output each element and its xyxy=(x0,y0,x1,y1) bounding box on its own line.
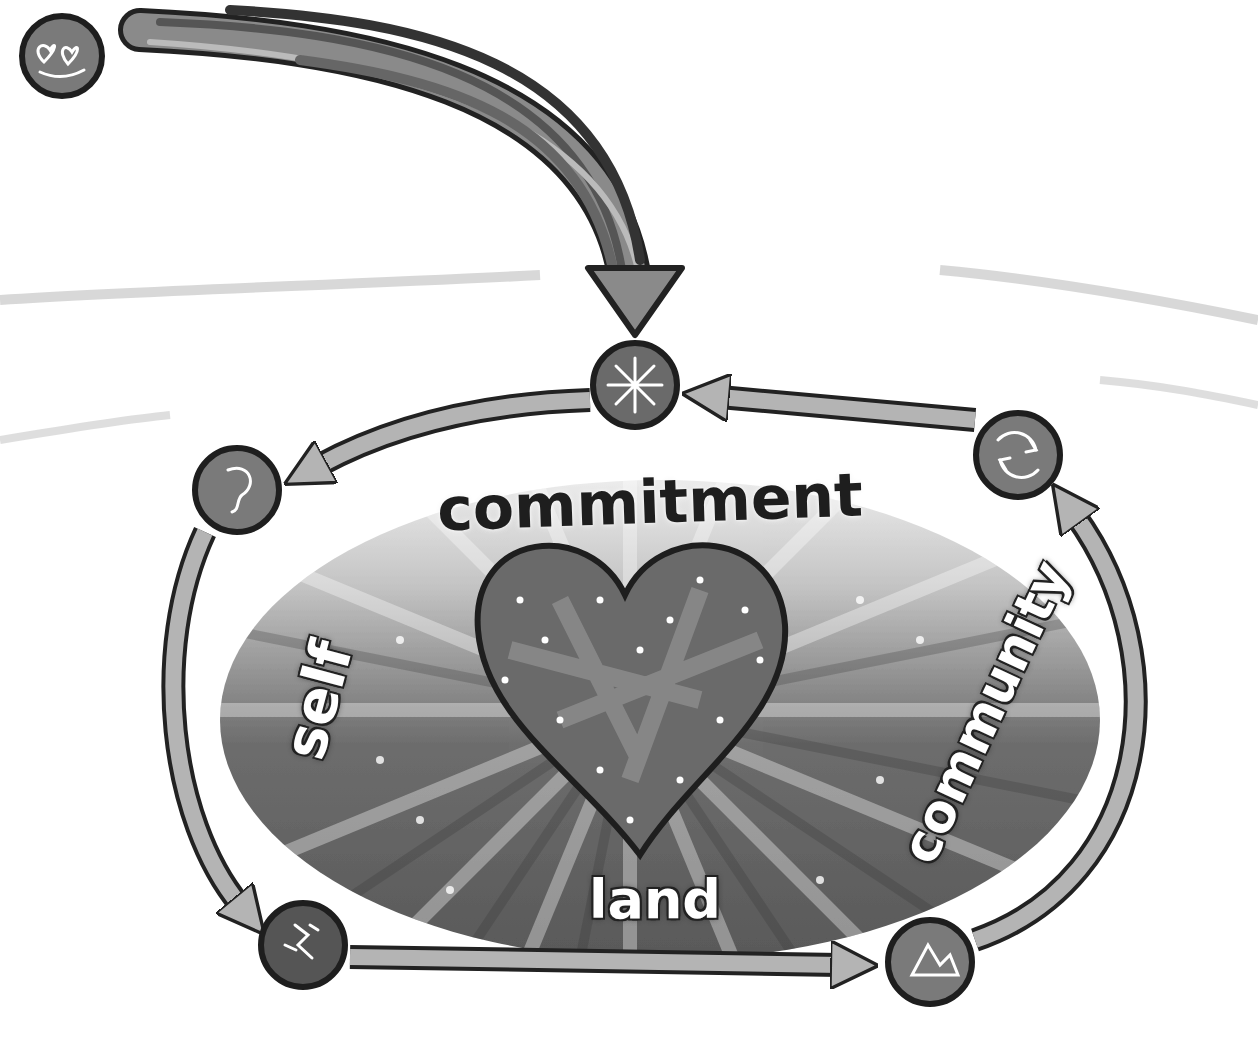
heart-word: self xyxy=(275,635,362,765)
heart-word: land xyxy=(589,873,721,927)
heart-word: community xyxy=(893,553,1078,870)
heart-word: commitment xyxy=(436,465,864,540)
